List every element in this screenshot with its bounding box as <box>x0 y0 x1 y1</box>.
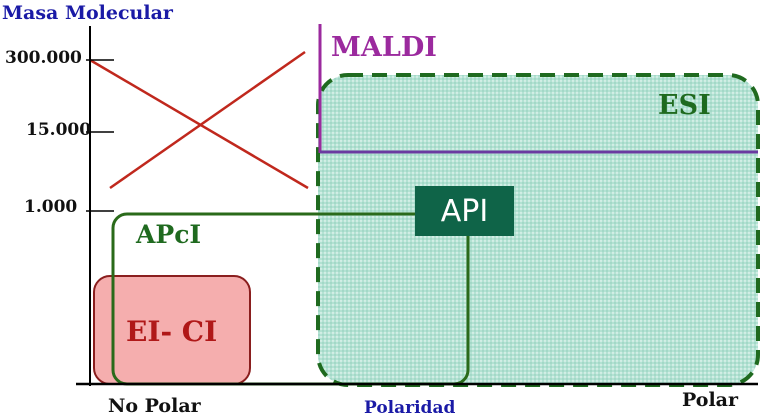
y-tick-label: 1.000 <box>24 197 78 217</box>
ei-ci-label: EI- CI <box>126 315 218 348</box>
cross-line-1 <box>89 58 309 190</box>
x-axis-title: Polaridad <box>364 398 456 418</box>
esi-region <box>316 73 760 387</box>
y-tick-label: 15.000 <box>26 120 92 140</box>
cross-line-2 <box>109 50 306 190</box>
esi-label: ESI <box>658 90 711 121</box>
x-axis-right-label: Polar <box>682 389 738 411</box>
x-axis-left-label: No Polar <box>108 395 201 417</box>
maldi-label: MALDI <box>331 32 437 63</box>
apci-label: APcI <box>136 220 202 249</box>
y-axis-title: Masa Molecular <box>2 2 173 24</box>
y-tick-label: 300.000 <box>5 48 82 68</box>
api-badge: API <box>415 186 514 236</box>
